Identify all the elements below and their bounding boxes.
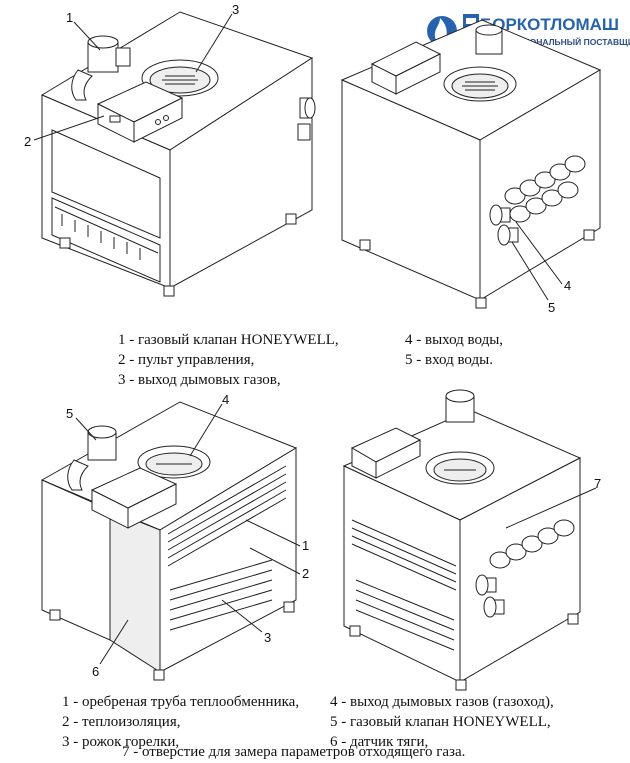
- bottom-legend-item-1: 1 - оребреная труба теплообменника,: [62, 694, 300, 710]
- top-callout-5: 5: [548, 300, 555, 315]
- flue-outlet-open: [137, 445, 211, 479]
- bottom-legend-item-5: 5 - газовый клапан HONEYWELL,: [330, 714, 551, 730]
- control-panel-rear: [370, 41, 442, 95]
- top-callout-3: 3: [232, 2, 239, 17]
- bottom-legend-item-2: 2 - теплоизоляция,: [62, 714, 181, 730]
- bottom-callout-7: 7: [594, 476, 601, 491]
- water-pipes-rear: [475, 574, 505, 618]
- bottom-legend-item-3: 3 - рожок горелки,: [62, 734, 180, 750]
- logo-name: БОРКОТЛОМАШ: [480, 15, 619, 34]
- bottom-legend-right: 4 - выход дымовых газов (газоход), 5 - г…: [330, 692, 554, 752]
- heat-exchanger-pipes-rear: [489, 519, 575, 569]
- bottom-legend-left: 1 - оребреная труба теплообменника, 2 - …: [62, 692, 299, 752]
- bottom-callout-1: 1: [302, 538, 309, 553]
- bottom-callout-5: 5: [66, 406, 73, 421]
- heat-exchanger-fins-rear: [351, 519, 457, 591]
- water-pipes: [489, 204, 519, 246]
- bottom-callout-3: 3: [264, 630, 271, 645]
- bottom-callout-2: 2: [302, 566, 309, 581]
- gas-valve-rear: [475, 24, 503, 55]
- bottom-legend-item-6: 6 - датчик тяги,: [330, 734, 429, 750]
- top-legend-item-2: 2 - пульт управления,: [118, 352, 255, 368]
- boiler-rear-view: 4 5: [340, 19, 602, 315]
- control-panel-rear-open: [350, 427, 422, 479]
- bottom-legend-footer: 7 - отверстие для замера параметров отхо…: [122, 744, 466, 760]
- heat-exchanger-fins: [167, 465, 287, 567]
- flue-outlet: [141, 59, 219, 97]
- boiler-open-rear-view: 7: [342, 389, 601, 691]
- gas-valve-rear-open: [445, 389, 475, 423]
- top-callout-2: 2: [24, 134, 31, 149]
- top-legend-left: 1 - газовый клапан HONEYWELL, 2 - пульт …: [118, 330, 339, 390]
- top-legend-item-3: 3 - выход дымовых газов,: [118, 372, 281, 388]
- control-panel: [96, 81, 184, 143]
- top-callout-4: 4: [564, 278, 571, 293]
- top-callout-1: 1: [66, 10, 73, 25]
- bottom-legend-item-4: 4 - выход дымовых газов (газоход),: [330, 694, 554, 710]
- heat-exchanger-pipes: [504, 155, 586, 223]
- boiler-front-view: 1 2 3: [24, 2, 316, 297]
- burner-tubes-rear: [355, 579, 455, 651]
- flue-outlet-rear: [443, 66, 517, 102]
- flue-outlet-rear-open: [425, 451, 495, 485]
- logo-tagline: ПРОФЕССИОНАЛЬНЫЙ ПОСТАВЩИК: [480, 36, 630, 47]
- burner-tubes: [169, 559, 273, 631]
- bottom-callout-6: 6: [92, 664, 99, 679]
- control-panel-open: [90, 467, 178, 529]
- top-legend-item-4: 4 - выход воды,: [405, 332, 504, 348]
- boiler-open-front-view: 5 4 1 2 3 6: [40, 392, 309, 681]
- top-legend-right: 4 - выход воды, 5 - вход воды.: [405, 330, 503, 370]
- top-legend-item-1: 1 - газовый клапан HONEYWELL,: [118, 332, 339, 348]
- bottom-callout-4: 4: [222, 392, 229, 407]
- vent-slots: [61, 214, 141, 260]
- gas-valve: [71, 35, 131, 101]
- top-legend-item-5: 5 - вход воды.: [405, 352, 493, 368]
- side-pipes: [297, 97, 316, 141]
